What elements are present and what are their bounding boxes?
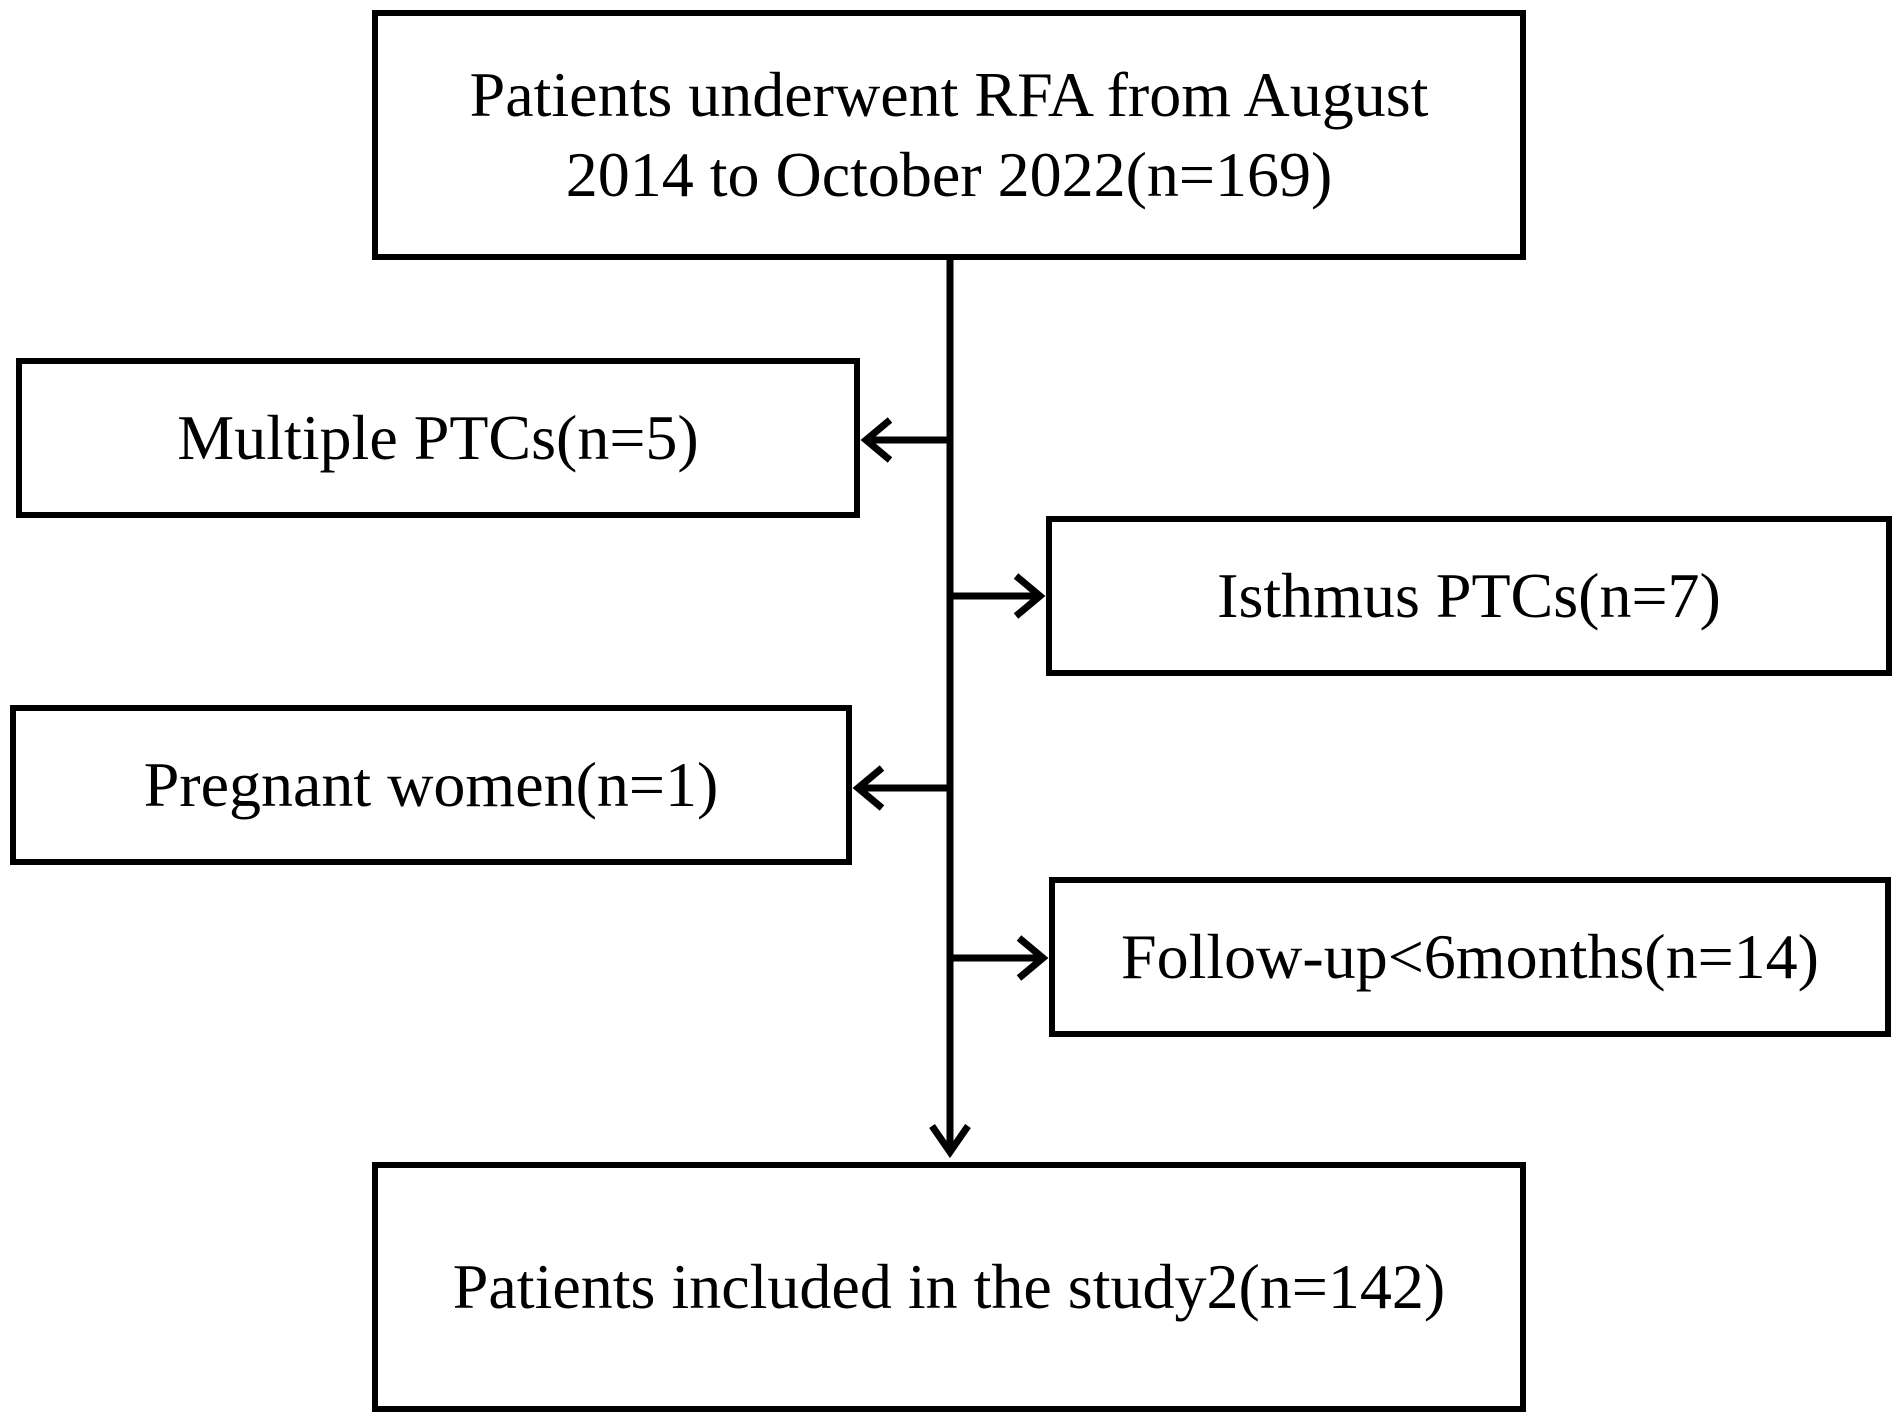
exclusion-box-pregnant-women: Pregnant women(n=1) [10,705,852,865]
exclusion-box-follow-up: Follow-up<6months(n=14) [1049,877,1891,1037]
exclusion-label-multiple-ptcs: Multiple PTCs(n=5) [177,402,699,473]
arrowhead-multiple-ptcs [860,417,893,463]
exclusion-label-follow-up: Follow-up<6months(n=14) [1121,921,1819,992]
arrowhead-isthmus-ptcs [1013,573,1046,619]
start-box-line-1: Patients underwent RFA from August [469,59,1429,130]
final-box-label: Patients included in the study2(n=142) [452,1251,1446,1322]
exclusion-label-isthmus-ptcs: Isthmus PTCs(n=7) [1217,560,1721,631]
start-box-line-2: 2014 to October 2022(n=169) [565,139,1333,210]
arrowhead-follow-up [1016,935,1049,981]
exclusion-label-pregnant-women: Pregnant women(n=1) [143,749,719,820]
arrowhead-final [929,1124,971,1159]
arrowhead-pregnant-women [852,765,885,811]
start-box: Patients underwent RFA from August 2014 … [372,10,1526,260]
exclusion-box-isthmus-ptcs: Isthmus PTCs(n=7) [1046,516,1892,676]
exclusion-box-multiple-ptcs: Multiple PTCs(n=5) [16,358,860,518]
final-box: Patients included in the study2(n=142) [372,1162,1526,1412]
